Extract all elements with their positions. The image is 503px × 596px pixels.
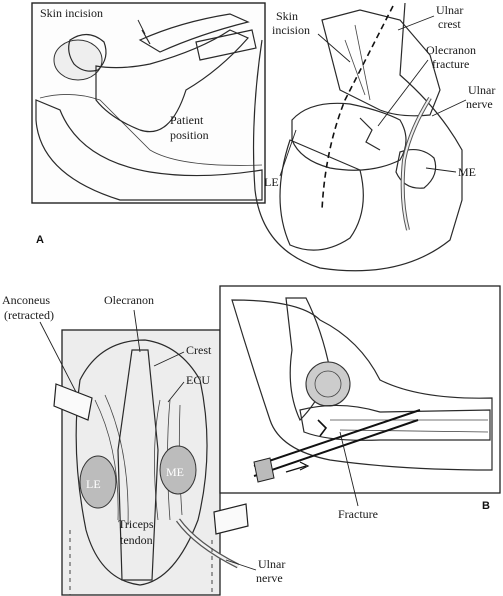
lateral-elbow-view: Fracture (219, 285, 501, 521)
forearm-bones (299, 404, 491, 441)
patient-body (95, 29, 249, 133)
patient-head (68, 33, 107, 72)
label-olecranon-fracture-2: fracture (432, 57, 469, 71)
label-skin-incision-inset: Skin incision (40, 6, 103, 20)
retractor-left (53, 383, 93, 421)
label-ecu: ECU (186, 373, 210, 387)
label-ulnar-nerve-a-2: nerve (466, 97, 493, 111)
retractor-right (213, 503, 249, 535)
operating-table (35, 99, 263, 201)
triceps-tendon (117, 349, 159, 581)
label-ulnar-nerve-a: Ulnar (468, 83, 495, 97)
label-crest: Crest (186, 343, 212, 357)
label-ulnar-nerve-b: Ulnar (258, 557, 285, 571)
lateral-epicondyle-b (79, 455, 117, 509)
elbow-joint (291, 102, 407, 171)
panel-letter-b: B (482, 500, 490, 512)
label-me-b: ME (166, 465, 184, 479)
ulnar-nerve-a (400, 96, 432, 231)
medial-epicondyle-b (159, 445, 197, 495)
dissection-view: Anconeus (retracted) Olecranon Crest ECU… (2, 293, 285, 596)
label-le-a: LE (264, 175, 279, 189)
k-wire-instrument (253, 409, 421, 483)
label-triceps-tendon: Triceps (118, 517, 154, 531)
label-me-a: ME (458, 165, 476, 179)
pillow (53, 39, 103, 81)
skin-outline (252, 2, 463, 272)
label-ulnar-crest: Ulnar (436, 3, 463, 17)
fracture-mark (317, 419, 328, 437)
label-ulnar-crest-2: crest (438, 17, 461, 31)
patient-position-inset: Skin incision Patient position (31, 2, 266, 204)
label-patient-position: Patient (170, 113, 204, 127)
label-skin-incision: Skin (276, 9, 298, 23)
humerus-shaft (279, 139, 364, 251)
label-triceps-tendon-2: tendon (120, 533, 153, 547)
label-patient-position-2: position (170, 128, 209, 142)
patient-arm (138, 13, 250, 53)
label-fracture: Fracture (338, 507, 378, 521)
skin-incision-line (321, 5, 394, 211)
label-olecranon: Olecranon (104, 293, 154, 307)
wound-opening (75, 339, 208, 586)
label-le-b: LE (86, 477, 101, 491)
label-skin-incision-2: incision (272, 23, 310, 37)
arm-outline (231, 299, 493, 471)
elbow-posterior-view: Skin incision Ulnar crest Olecranon frac… (252, 2, 495, 272)
inset-frame (31, 2, 266, 204)
label-anconeus-2: (retracted) (4, 308, 54, 322)
label-ulnar-nerve-b-2: nerve (256, 571, 283, 585)
label-anconeus: Anconeus (2, 293, 50, 307)
panel-letter-a: A (36, 234, 44, 246)
label-olecranon-fracture: Olecranon (426, 43, 476, 57)
distal-humerus (305, 361, 351, 407)
panel-b: Anconeus (retracted) Olecranon Crest ECU… (2, 285, 501, 596)
panel-a: Skin incision Patient position S (31, 2, 495, 272)
arm-board (195, 29, 257, 61)
ulna (321, 9, 441, 117)
